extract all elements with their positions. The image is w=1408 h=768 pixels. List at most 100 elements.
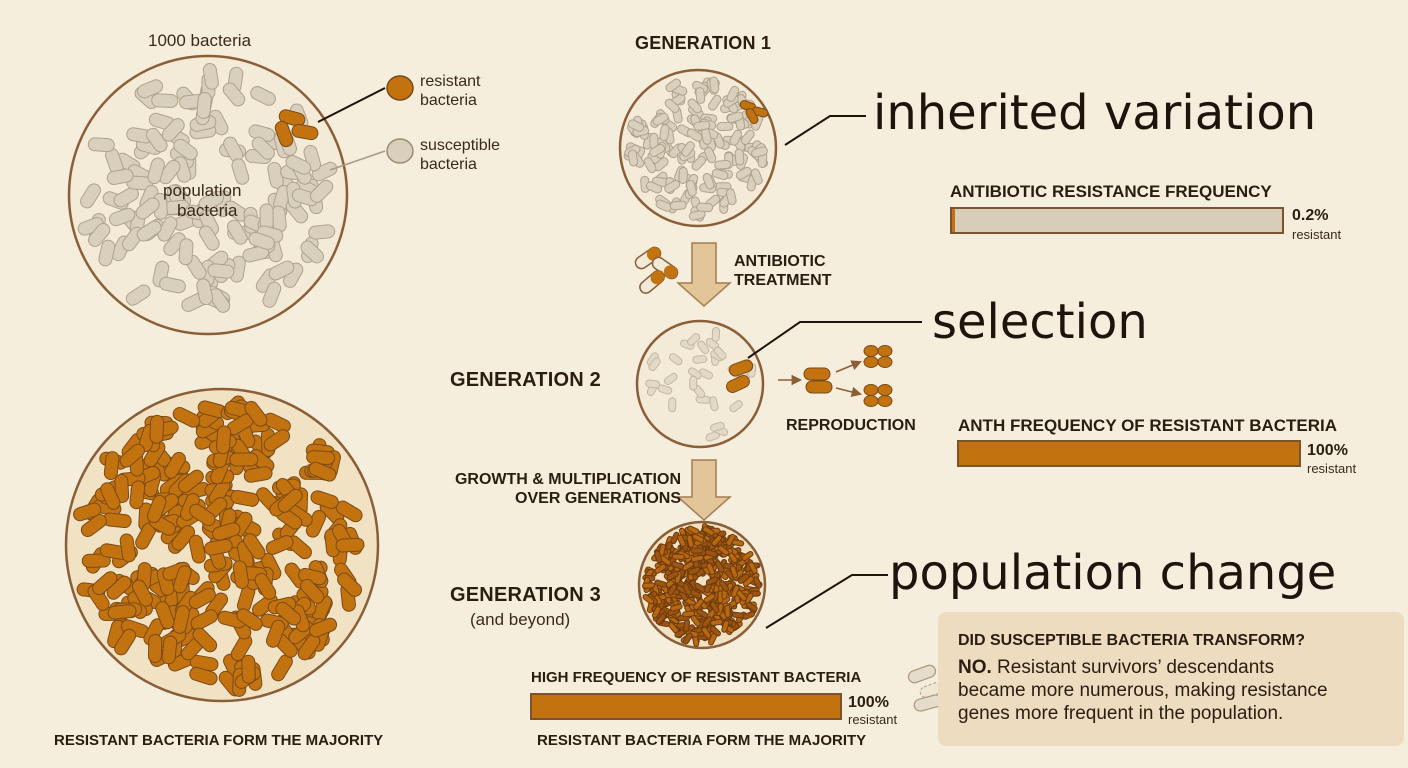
bacterium (242, 245, 270, 263)
bacterium (188, 534, 206, 564)
bacterium (753, 576, 762, 589)
bacterium (678, 167, 688, 185)
bacterium (88, 222, 111, 247)
population-center-line-2: bacteria (176, 201, 238, 220)
susceptible-legend-label: susceptible bacteria (420, 136, 500, 174)
generation-3-label: GENERATION 3 (450, 584, 601, 606)
bacterium (98, 239, 116, 267)
resistant-legend-label: resistant bacteria (420, 72, 480, 110)
bacterium (668, 353, 683, 366)
resistant-legend-icon (386, 75, 414, 101)
note-answer-rest: Resistant survivors’ descendants became … (958, 657, 1328, 724)
bacterium (119, 533, 136, 563)
bacterium (654, 563, 667, 574)
bacterium (669, 603, 683, 612)
bacterium (230, 489, 260, 507)
bar-3 (530, 693, 842, 720)
population-center-label: population bacteria (163, 181, 241, 221)
bacterium (642, 594, 655, 605)
bar-2 (957, 440, 1301, 467)
bacterium (232, 560, 249, 590)
bacterium (687, 98, 702, 114)
antibiotic-pills-icon (634, 246, 679, 294)
bacterium (311, 161, 338, 182)
bacterium (701, 616, 713, 628)
bacterium (244, 400, 268, 427)
bacterium (248, 231, 275, 251)
bacterium (212, 522, 241, 541)
bacterium (151, 93, 179, 108)
bacterium (337, 572, 362, 597)
bacterium (188, 587, 216, 610)
growth-line-2: OVER GENERATIONS (515, 490, 681, 507)
bacterium (119, 443, 145, 468)
bacterium (651, 606, 662, 619)
bacterium (726, 111, 744, 124)
bacterium (308, 224, 336, 240)
bacterium (172, 605, 190, 634)
bacterium (241, 654, 256, 684)
bacterium (172, 406, 201, 428)
bacterium (198, 190, 225, 211)
bacterium (687, 333, 701, 346)
bacterium (113, 187, 139, 208)
bacterium (706, 562, 716, 576)
reproduction-label: REPRODUCTION (786, 417, 916, 434)
bacterium (137, 79, 164, 99)
bacterium (725, 533, 736, 546)
bar-3-sub: resistant (848, 712, 898, 727)
bacterium (190, 609, 218, 631)
generation-3-bacteria (642, 523, 763, 647)
bacterium (683, 632, 693, 645)
bacterium (250, 86, 276, 106)
note-answer-bold: NO. (958, 657, 992, 678)
bacterium (708, 396, 719, 412)
bacterium (136, 220, 162, 242)
bacterium (711, 168, 729, 181)
bacterium (147, 633, 163, 663)
treatment-line-1: ANTIBIOTIC (734, 253, 826, 270)
offspring-bacterium (877, 395, 893, 407)
bacterium (709, 625, 721, 637)
bacterium (704, 549, 718, 558)
bacterium (81, 553, 111, 568)
bacterium (734, 148, 745, 166)
bacterium (80, 183, 101, 209)
bacterium (171, 525, 196, 551)
bacterium (145, 127, 168, 153)
bacterium (670, 531, 680, 545)
bacterium (198, 225, 220, 251)
bacterium (719, 580, 730, 592)
bar-1-fill (952, 209, 956, 232)
bacterium (173, 138, 198, 161)
bacterium (268, 260, 295, 281)
bacterium (335, 537, 365, 553)
bacterium (649, 143, 666, 157)
bacterium (652, 112, 669, 126)
population-initial-bacteria (77, 62, 338, 313)
bacterium (714, 159, 732, 170)
bacterium (711, 326, 721, 342)
offspring-bacterium (863, 345, 879, 357)
bar-2-value: 100% (1307, 442, 1348, 459)
note-answer: NO. Resistant survivors’ descendants bec… (958, 656, 1328, 725)
selection-heading: selection (932, 294, 1148, 350)
antibiotic-treatment-label: ANTIBIOTIC TREATMENT (734, 252, 831, 290)
selection-pointer (747, 321, 922, 359)
bacterium (654, 579, 668, 588)
bacterium (208, 288, 231, 313)
bacterium (172, 565, 192, 594)
bacterium (709, 421, 725, 432)
bacterium (742, 611, 755, 620)
generation-1-label: GENERATION 1 (635, 33, 772, 53)
bacterium (106, 168, 134, 185)
bacterium (645, 379, 661, 389)
bacterium (724, 604, 731, 618)
bacterium (692, 533, 705, 543)
bacterium (729, 400, 743, 413)
bacterium (114, 473, 130, 503)
bacterium (146, 494, 167, 523)
bacterium (687, 566, 701, 576)
bacterium (659, 124, 670, 142)
